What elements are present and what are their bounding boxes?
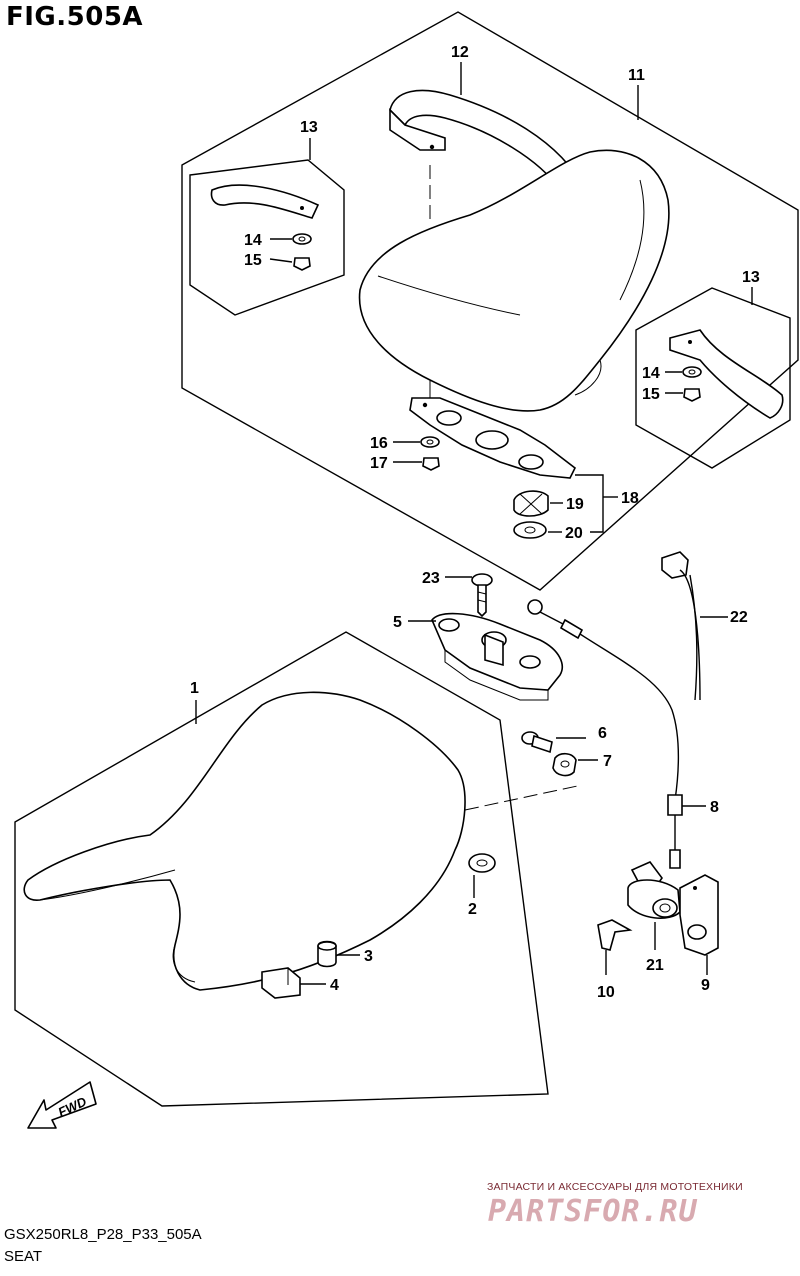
- callout-9: 9: [701, 977, 710, 994]
- watermark-logo: PARTSFOR.RU: [488, 1194, 698, 1229]
- washer-16-part: [420, 436, 440, 448]
- callout-17: 17: [370, 455, 388, 472]
- callout-8: 8: [710, 799, 719, 816]
- callout-12: 12: [451, 44, 469, 61]
- seat-lock-bracket-part: [431, 612, 564, 701]
- cable-tie-part: [661, 551, 701, 701]
- nut-left-part: [293, 257, 311, 271]
- lock-cover-9-part: [679, 874, 719, 956]
- callout-14-left: 14: [244, 232, 262, 249]
- callout-23: 23: [422, 570, 440, 587]
- washer-7-part: [552, 752, 577, 777]
- tool-tag-4-part: [261, 967, 301, 999]
- strap-right-part: [669, 329, 784, 419]
- callout-3: 3: [364, 948, 373, 965]
- callout-15-right: 15: [642, 386, 660, 403]
- release-cable-part: [527, 599, 683, 869]
- nut-17-part: [422, 457, 440, 471]
- washer-20-part: [513, 521, 547, 539]
- callout-13-left: 13: [300, 119, 318, 136]
- strap-left-part: [210, 184, 320, 219]
- callout-18: 18: [621, 490, 639, 507]
- washer-right-part: [682, 366, 702, 378]
- rider-seat-frame: [14, 631, 549, 1107]
- callout-10: 10: [597, 984, 615, 1001]
- watermark-tagline: ЗАПЧАСТИ И АКСЕССУАРЫ ДЛЯ МОТОТЕХНИКИ: [487, 1181, 743, 1193]
- figure-code: GSX250RL8_P28_P33_505A: [4, 1226, 202, 1243]
- seat-bracket-plate-part: [409, 380, 577, 479]
- clip-10-part: [597, 919, 633, 951]
- callout-6: 6: [598, 725, 607, 742]
- callout-1: 1: [190, 680, 199, 697]
- callout-16: 16: [370, 435, 388, 452]
- callout-5: 5: [393, 614, 402, 631]
- callout-4: 4: [330, 977, 339, 994]
- screw-6-part: [521, 731, 553, 754]
- callout-22: 22: [730, 609, 748, 626]
- inset-box-right: [635, 287, 791, 469]
- rider-seat-part: [23, 691, 466, 991]
- nut-right-part: [683, 388, 701, 402]
- cushion-19-part: [513, 490, 549, 517]
- screw-23-part: [471, 573, 493, 618]
- grommet-2-part: [468, 853, 496, 873]
- callout-21: 21: [646, 957, 664, 974]
- callout-13-right: 13: [742, 269, 760, 286]
- callout-15-left: 15: [244, 252, 262, 269]
- figure-name: SEAT: [4, 1248, 43, 1265]
- callout-7: 7: [603, 753, 612, 770]
- inset-box-left: [189, 159, 345, 316]
- figure-title: FIG.505A: [6, 2, 144, 32]
- washer-left-part: [292, 233, 312, 245]
- callout-19: 19: [566, 496, 584, 513]
- callout-14-right: 14: [642, 365, 660, 382]
- callout-11: 11: [628, 67, 645, 84]
- callout-20: 20: [565, 525, 583, 542]
- pillion-seat-part: [358, 149, 670, 412]
- forward-direction-arrow: FWD: [27, 1081, 97, 1129]
- callout-2: 2: [468, 901, 477, 918]
- pillion-assembly-frame: [181, 11, 799, 591]
- damper-3-part: [317, 940, 337, 968]
- seat-lock-21-part: [627, 861, 681, 919]
